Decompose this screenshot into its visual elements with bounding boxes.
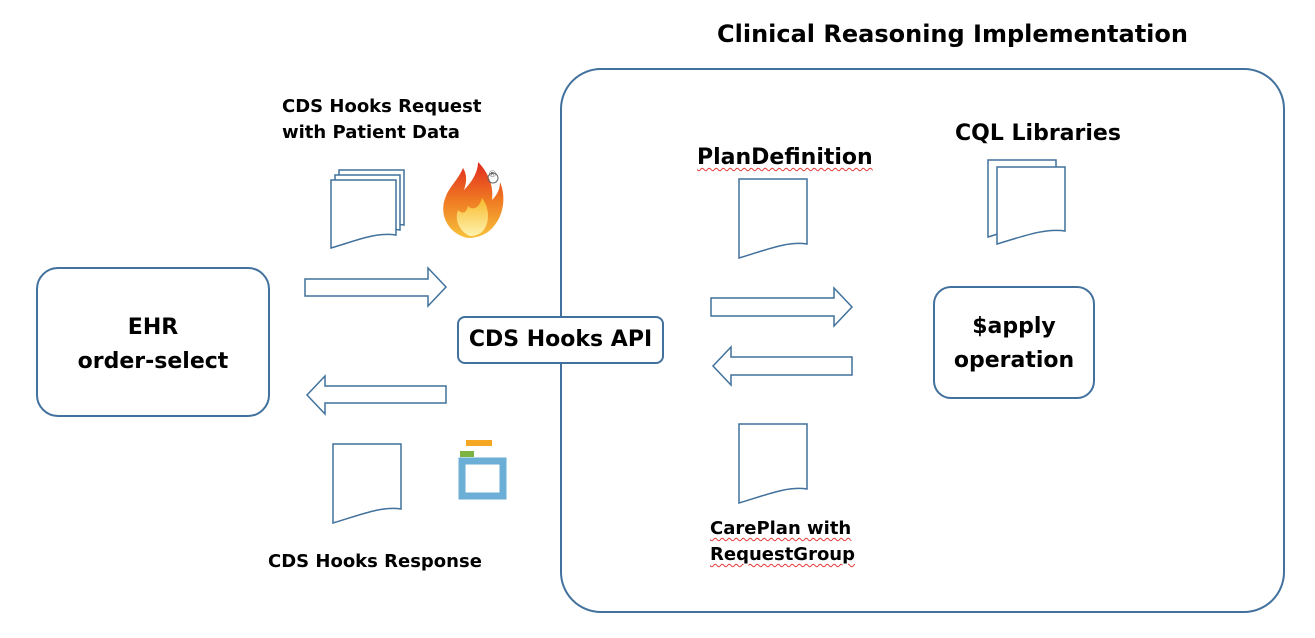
cql-libraries-label: CQL Libraries (955, 121, 1121, 146)
fhir-registered-mark: ® (488, 170, 497, 180)
careplan-label-line1: CarePlan with (710, 518, 851, 540)
ehr-order-select-box: EHR order-select (36, 267, 270, 417)
diagram-title: Clinical Reasoning Implementation (717, 20, 1188, 48)
careplan-text: CarePlan with (710, 518, 852, 539)
apply-label: $apply (972, 314, 1056, 339)
response-arrow-icon (305, 374, 447, 416)
apply-response-arrow-icon (711, 345, 853, 387)
cds-hooks-api-label: CDS Hooks API (468, 327, 653, 352)
request-label-line2: with Patient Data (282, 122, 460, 143)
response-document-icon (332, 443, 402, 525)
requestgroup-text: RequestGroup (710, 544, 856, 565)
cql-libraries-stack-icon (987, 159, 1066, 246)
response-label: CDS Hooks Response (268, 551, 482, 572)
request-arrow-icon (304, 266, 448, 308)
apply-request-arrow-icon (710, 286, 854, 328)
apply-operation-box: $apply operation (933, 286, 1095, 399)
cds-hooks-api-box: CDS Hooks API (457, 316, 664, 364)
ehr-label: EHR (127, 315, 179, 340)
fhir-flame-icon (443, 162, 504, 238)
plandefinition-document-icon (738, 178, 808, 260)
operation-label: operation (953, 348, 1075, 373)
careplan-label-line2: RequestGroup (710, 544, 855, 566)
request-label-line1: CDS Hooks Request (282, 96, 482, 117)
order-select-label: order-select (77, 349, 229, 374)
smart-logo-icon (458, 440, 507, 500)
plandefinition-text: PlanDefinition (697, 145, 873, 170)
plandefinition-label: PlanDefinition (697, 145, 873, 171)
request-document-stack-icon (330, 169, 405, 250)
careplan-document-icon (738, 423, 808, 505)
clinical-reasoning-container (560, 68, 1285, 613)
